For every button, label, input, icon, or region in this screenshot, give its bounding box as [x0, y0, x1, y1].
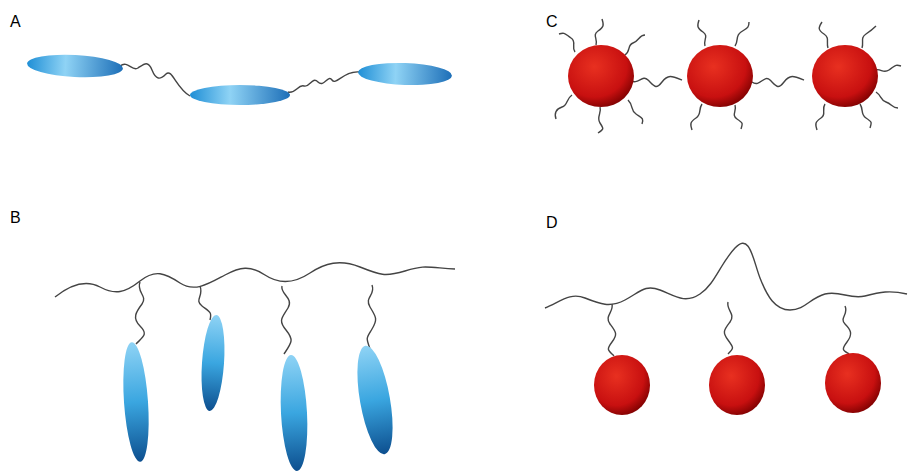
calamitic-mesogens: [120, 314, 399, 471]
panel-label: A: [10, 14, 21, 30]
spherical-units: [568, 45, 881, 415]
panel-label: D: [546, 215, 558, 231]
discotic-mesogens: [26, 53, 452, 105]
panel-label: C: [546, 14, 558, 30]
panel-label: B: [10, 210, 21, 226]
